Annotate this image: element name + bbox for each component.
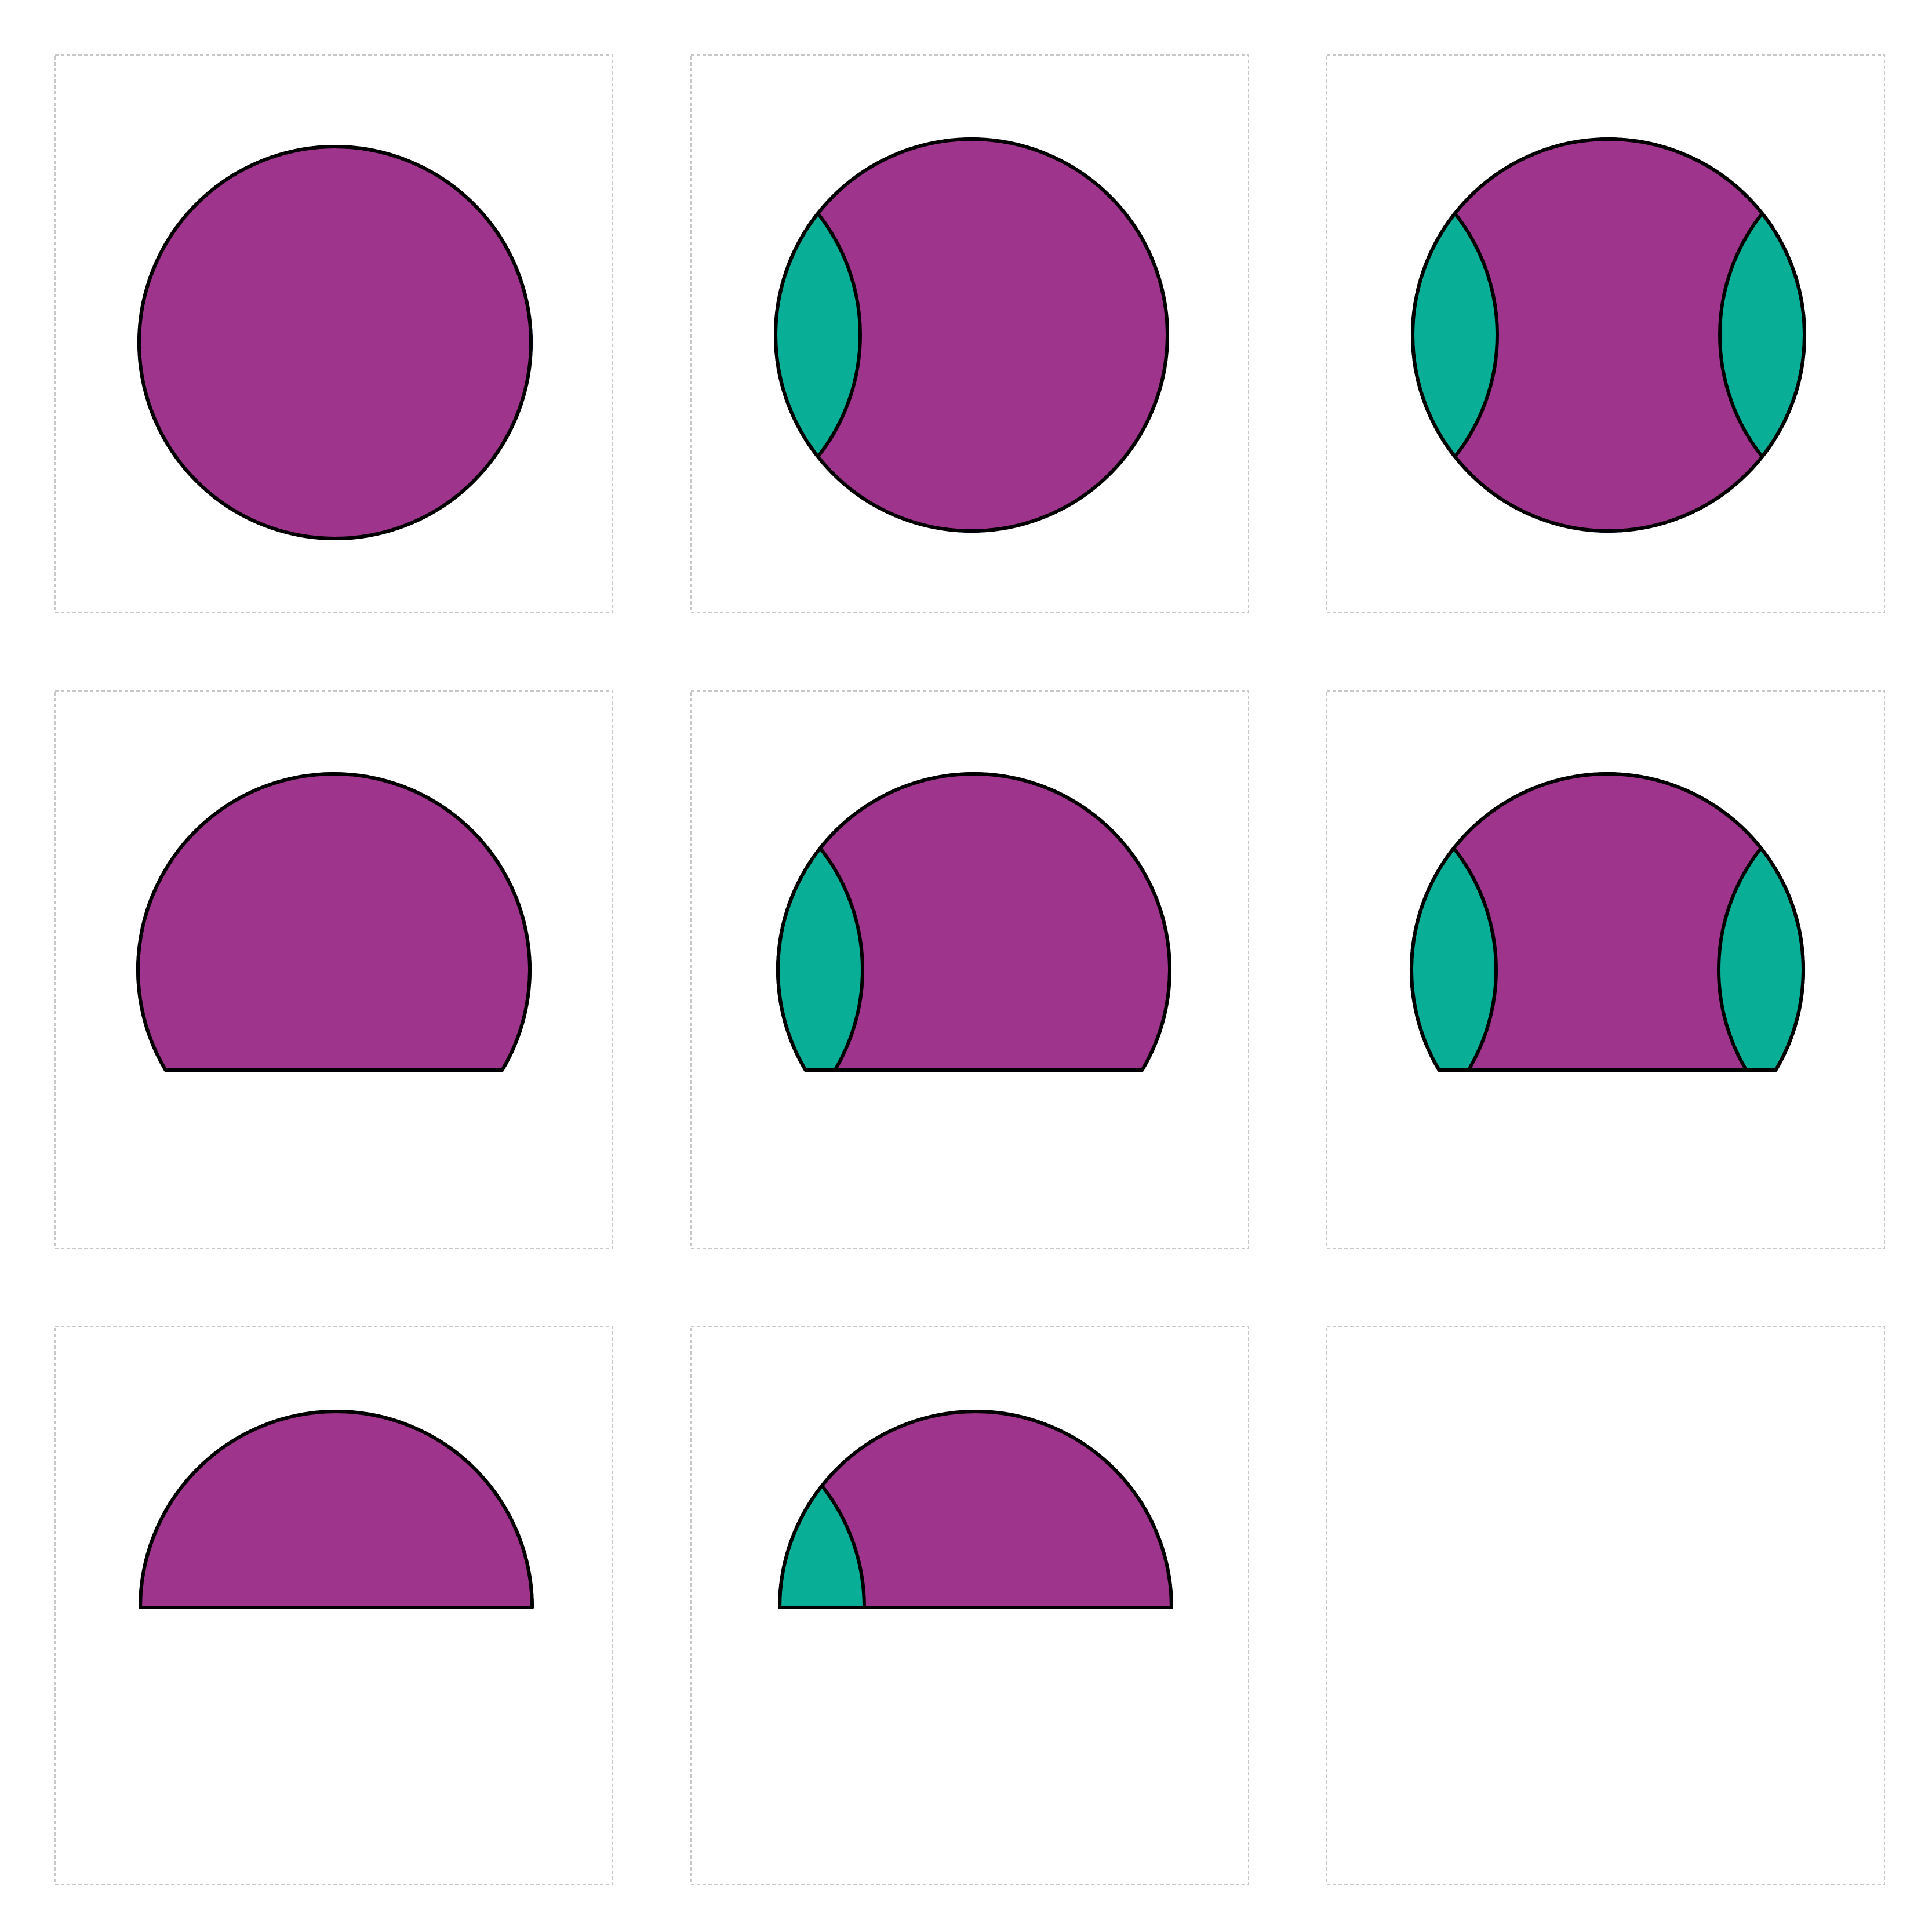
- panel-r3-c3: [1326, 1326, 1885, 1885]
- primary-shape-semicircle: [139, 1410, 534, 1609]
- panel-frame: [1326, 1326, 1885, 1885]
- panel-r3-c1: [54, 1326, 613, 1885]
- shape-outline: [778, 1410, 1173, 1609]
- shape-outline: [136, 772, 532, 1072]
- panel-r3-c2: [690, 1326, 1249, 1885]
- shape-outline: [774, 137, 1169, 533]
- panel-r1-c1: [54, 54, 613, 613]
- panel-r1-c3: [1326, 54, 1885, 613]
- panel-r1-c2: [690, 54, 1249, 613]
- panel-r2-c3: [1326, 690, 1885, 1249]
- panel-frame: [54, 1326, 613, 1885]
- primary-shape-truncated-circle: [136, 772, 532, 1072]
- panel-frame: [690, 54, 1249, 613]
- shape-outline: [1411, 137, 1806, 533]
- primary-shape-full-circle: [137, 145, 533, 540]
- panel-frame: [1326, 54, 1885, 613]
- panel-frame: [54, 54, 613, 613]
- shape-outline: [139, 1410, 534, 1609]
- panel-frame: [690, 1326, 1249, 1885]
- panel-frame: [690, 690, 1249, 1249]
- panel-r2-c2: [690, 690, 1249, 1249]
- shape-outline: [1410, 772, 1805, 1072]
- panel-r2-c1: [54, 690, 613, 1249]
- panel-frame: [54, 690, 613, 1249]
- panel-frame: [1326, 690, 1885, 1249]
- shape-outline: [137, 145, 533, 540]
- shape-outline: [776, 772, 1171, 1072]
- panels-layer: [54, 54, 1885, 1885]
